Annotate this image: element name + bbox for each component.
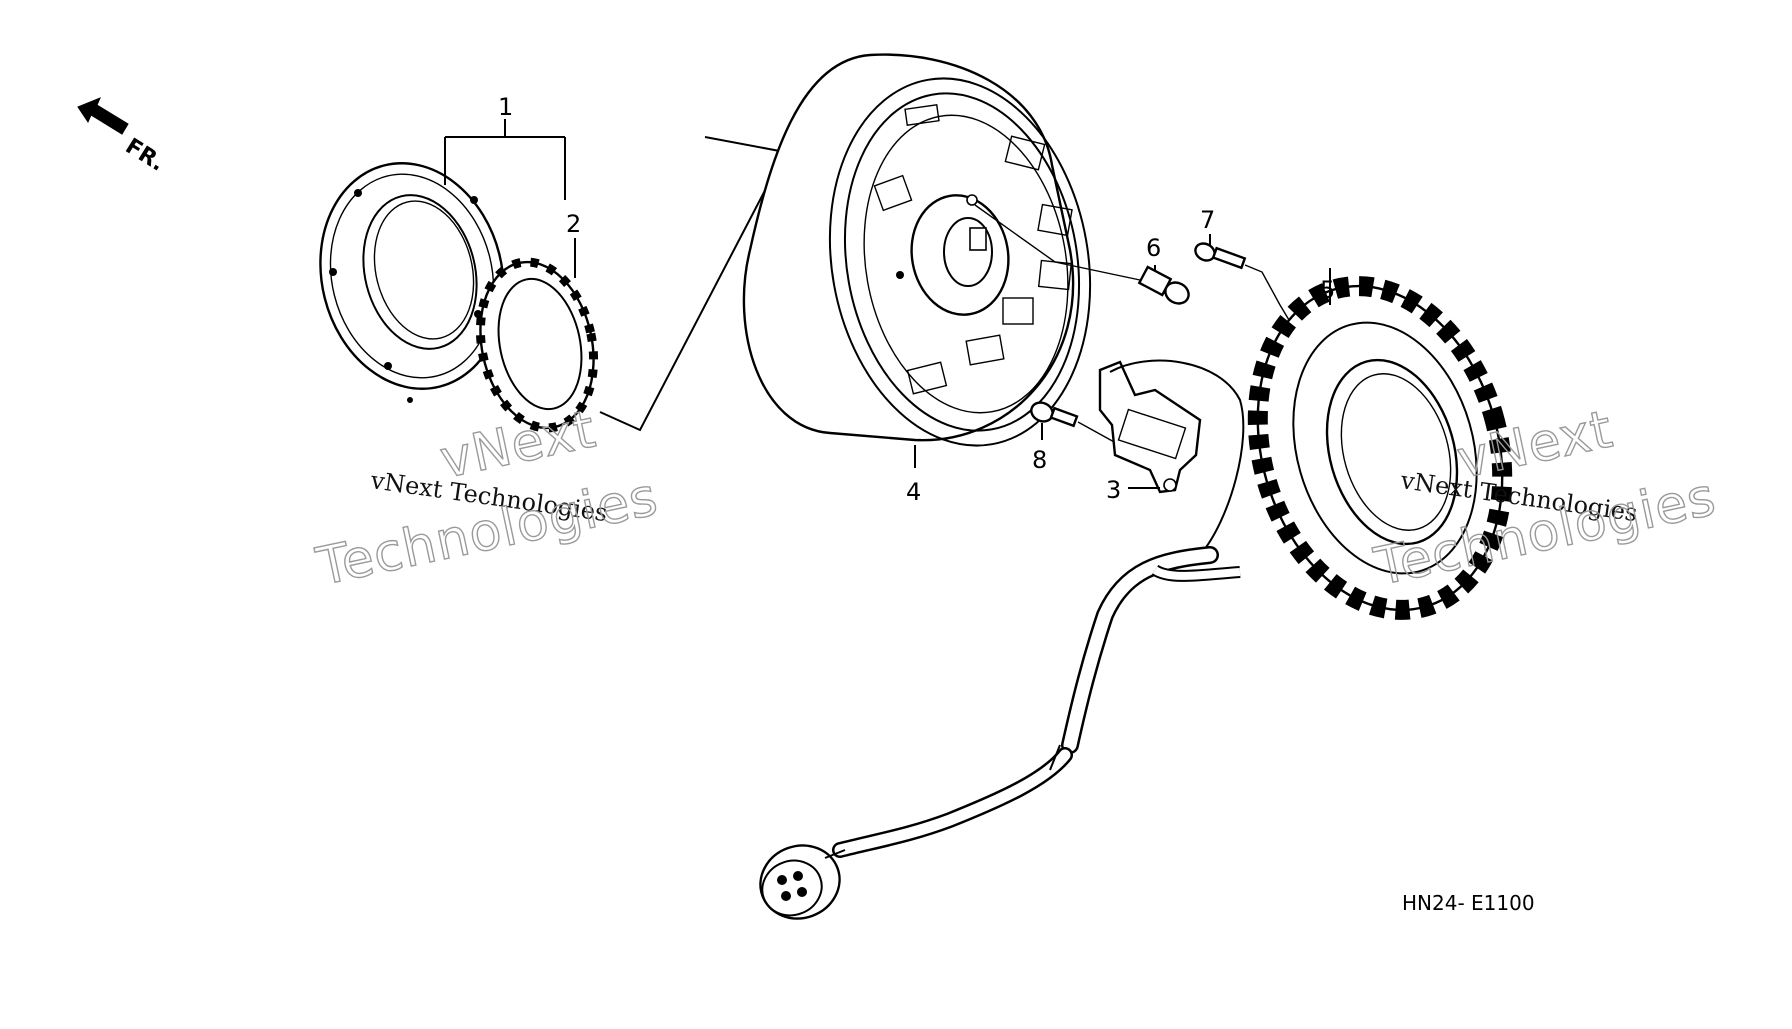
callout-6: 6 [1146, 234, 1161, 262]
flywheel [742, 53, 1092, 447]
front-direction-arrow-icon: FR. [77, 97, 169, 177]
callout-3: 3 [1106, 476, 1121, 504]
wire-harness [832, 546, 1241, 858]
front-direction-label: FR. [121, 134, 169, 177]
callout-4: 4 [906, 478, 921, 506]
stator-bolt [1194, 234, 1296, 331]
callout-7: 7 [1200, 206, 1215, 234]
callout-8: 8 [1032, 446, 1047, 474]
callout-5: 5 [1320, 276, 1335, 304]
diagram-code: HN24- E1100 [1402, 891, 1535, 915]
pulser-generator [1098, 359, 1245, 556]
leader-line-hub [974, 204, 1141, 281]
alternator-stator [1247, 268, 1513, 620]
watermark-left: vNext Technologies vNext Technologies [311, 399, 664, 599]
leader-lines-1-2 [444, 119, 787, 432]
coupler-connector [759, 844, 846, 920]
one-way-clutch [475, 257, 599, 433]
callout-labels: 1 2 3 4 5 6 7 8 [498, 93, 1335, 506]
starter-clutch-ring [319, 162, 505, 403]
callout-2: 2 [566, 210, 581, 238]
flywheel-bolt [1137, 265, 1190, 305]
callout-1: 1 [498, 93, 513, 121]
